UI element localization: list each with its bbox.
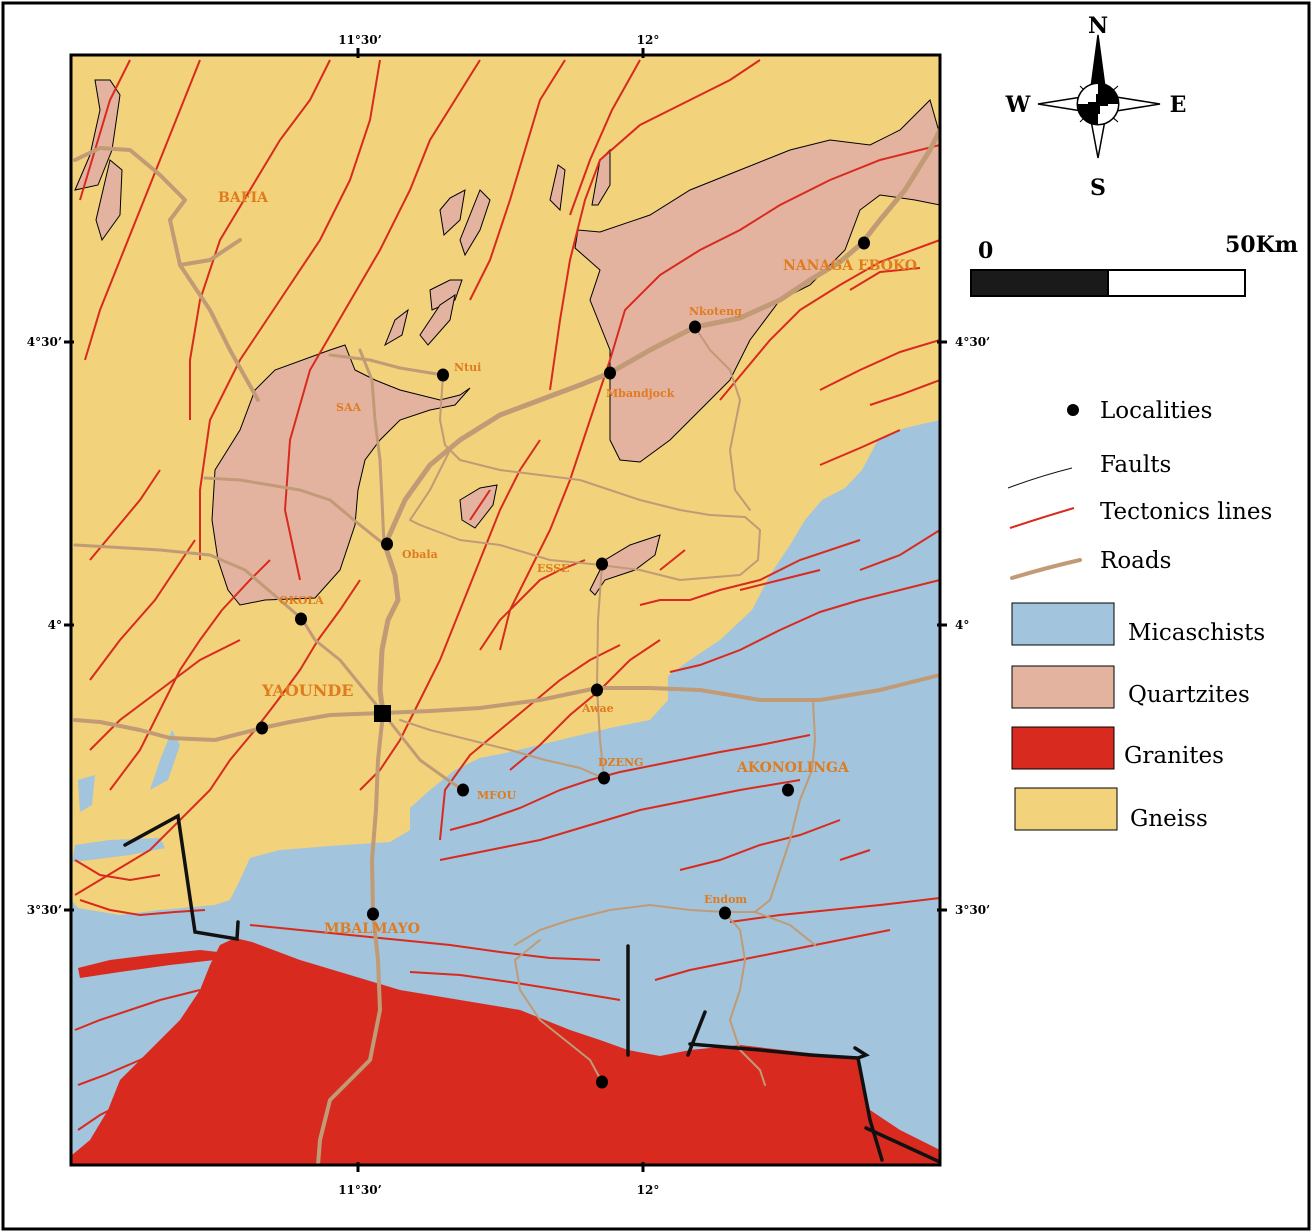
label-dzeng: DZENG [598, 756, 643, 769]
legend-granites-swatch [1011, 726, 1115, 770]
label-awae: Awae [581, 702, 614, 715]
micaschists-patch [150, 730, 180, 790]
graticule-left-4: 4° [48, 618, 62, 632]
graticule-left-330: 3°30’ [27, 903, 62, 917]
graticule-left-430: 4°30’ [27, 335, 62, 349]
scale-start: 0 [978, 238, 993, 264]
faults [123, 813, 940, 1164]
compass-rose [1037, 34, 1161, 159]
granites-patch [78, 950, 218, 978]
label-mfou: MFOU [477, 789, 517, 802]
label-obala: Obala [402, 548, 438, 561]
graticule-right-4: 4° [955, 618, 969, 632]
legend-gneiss-label: Gneiss [1130, 806, 1208, 832]
label-yaounde: YAOUNDE [261, 681, 353, 700]
graticule-bottom-1130: 11°30’ [338, 1183, 382, 1197]
compass-e: E [1170, 92, 1187, 118]
legend-gneiss-swatch [1014, 787, 1118, 831]
label-bafia: BAFIA [218, 190, 269, 206]
graticule-right-430: 4°30’ [955, 335, 990, 349]
locality-dot [604, 366, 616, 380]
legend-roads-symbol [1010, 558, 1082, 580]
scale-bar [970, 269, 1246, 297]
locality-dot [689, 320, 701, 334]
label-saa: SAA [336, 401, 361, 414]
legend-micaschists-label: Micaschists [1128, 620, 1265, 646]
locality-dot [598, 771, 610, 785]
locality-dot [596, 1075, 608, 1089]
graticule-right-330: 3°30’ [955, 903, 990, 917]
capital-square [374, 705, 391, 722]
locality-dot [381, 537, 393, 551]
localities [256, 236, 870, 1089]
legend-localities-label: Localities [1100, 398, 1212, 424]
legend-localities-symbol [1067, 404, 1079, 416]
graticule-top-1130: 11°30’ [338, 33, 382, 47]
legend-faults-symbol [1007, 467, 1073, 489]
map-area [71, 55, 940, 1165]
legend-roads-label: Roads [1100, 548, 1171, 574]
scale-end: 50Km [1225, 232, 1298, 258]
legend-granites-label: Granites [1124, 743, 1224, 769]
map-border [69, 53, 942, 1167]
compass-s: S [1090, 175, 1106, 201]
label-endom: Endom [704, 893, 747, 906]
graticule-ticks [64, 48, 947, 1172]
legend-quartzites-swatch [1011, 665, 1115, 709]
locality-dot [295, 612, 307, 626]
locality-dot [256, 721, 268, 735]
locality-dot [858, 236, 870, 250]
granites-area [71, 938, 940, 1165]
label-okola: OKOLA [279, 594, 324, 607]
graticule-bottom-12: 12° [637, 1183, 660, 1197]
legend-tectonics-symbol [1009, 507, 1075, 529]
graticule-top-12: 12° [637, 33, 660, 47]
locality-dot [457, 783, 469, 797]
locality-dot [437, 368, 449, 382]
label-akonolinga: AKONOLINGA [736, 760, 850, 776]
compass-n: N [1088, 13, 1108, 39]
roads [73, 127, 940, 1165]
label-mbalmayo: MBALMAYO [324, 921, 420, 937]
label-esse: ESSE [537, 562, 569, 575]
label-ntui: Ntui [454, 361, 481, 374]
locality-dot [596, 557, 608, 571]
compass-w: W [1005, 92, 1031, 118]
micaschists-patch [78, 775, 95, 812]
locality-dot [591, 683, 603, 697]
legend: Localities Faults Tectonics lines Roads … [1007, 398, 1272, 832]
legend-micaschists-swatch [1011, 602, 1115, 646]
legend-faults-label: Faults [1100, 452, 1171, 478]
label-mbandjock: Mbandjock [606, 387, 675, 400]
micaschists-patch [72, 838, 165, 862]
legend-quartzites-label: Quartzites [1128, 682, 1250, 708]
label-nanaga-eboko: NANAGA EBOKO [783, 258, 917, 274]
locality-dot [719, 906, 731, 920]
locality-dot [782, 783, 794, 797]
label-nkoteng: Nkoteng [689, 305, 742, 318]
legend-tectonics-label: Tectonics lines [1100, 499, 1272, 525]
locality-dot [367, 907, 379, 921]
